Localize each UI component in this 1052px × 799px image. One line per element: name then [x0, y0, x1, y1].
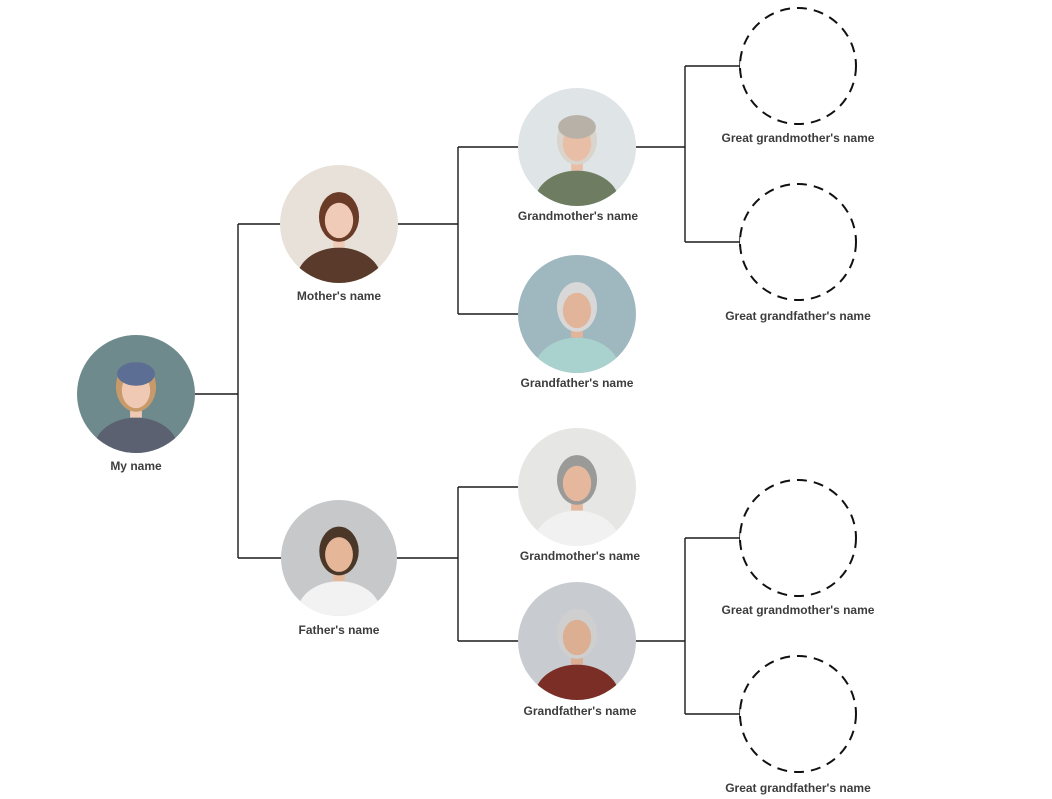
- node-paternal-great-grandfather[interactable]: Great grandfather's name: [725, 656, 871, 795]
- node-label-paternal-grandfather: Grandfather's name: [524, 704, 637, 718]
- node-label-me: My name: [110, 459, 162, 473]
- empty-photo-placeholder-icon[interactable]: [740, 480, 856, 596]
- node-label-mother: Mother's name: [297, 289, 382, 303]
- photo-torso: [535, 665, 620, 730]
- photo-face: [325, 203, 353, 238]
- node-paternal-grandmother[interactable]: Grandmother's name: [518, 428, 640, 576]
- node-paternal-great-grandmother[interactable]: Great grandmother's name: [722, 480, 875, 617]
- node-maternal-great-grandfather[interactable]: Great grandfather's name: [725, 184, 871, 323]
- node-label-maternal-grandfather: Grandfather's name: [521, 376, 634, 390]
- node-maternal-grandfather[interactable]: Grandfather's name: [518, 255, 636, 402]
- connector-father-to-grandparents: [397, 487, 518, 641]
- node-label-paternal-grandmother: Grandmother's name: [520, 549, 641, 563]
- node-label-father: Father's name: [299, 623, 380, 637]
- node-paternal-grandfather[interactable]: Grandfather's name: [518, 582, 637, 730]
- photo-torso: [535, 511, 620, 576]
- connector-me-to-parents: [195, 224, 281, 558]
- empty-photo-placeholder-icon[interactable]: [740, 656, 856, 772]
- node-label-paternal-great-grandmother: Great grandmother's name: [722, 603, 875, 617]
- node-maternal-grandmother[interactable]: Grandmother's name: [518, 88, 639, 236]
- photo-face: [563, 620, 591, 655]
- node-father[interactable]: Father's name: [281, 500, 397, 645]
- node-label-maternal-great-grandmother: Great grandmother's name: [722, 131, 875, 145]
- photo-face: [563, 466, 591, 501]
- photo-face: [325, 537, 353, 572]
- node-label-paternal-great-grandfather: Great grandfather's name: [725, 781, 871, 795]
- node-mother[interactable]: Mother's name: [280, 165, 398, 313]
- connector-lines: [195, 61, 740, 719]
- node-label-maternal-grandmother: Grandmother's name: [518, 209, 639, 223]
- photo-torso: [535, 338, 620, 403]
- connector-paternal-grandfather-to-great-grandparents: [636, 533, 740, 719]
- photo-hat: [558, 115, 596, 139]
- photo-torso: [535, 171, 620, 236]
- connector-mother-to-grandparents: [397, 147, 518, 314]
- empty-photo-placeholder-icon[interactable]: [740, 184, 856, 300]
- node-maternal-great-grandmother[interactable]: Great grandmother's name: [722, 8, 875, 145]
- connector-maternal-grandmother-to-great-grandparents: [636, 61, 740, 247]
- photo-hat: [117, 362, 155, 386]
- node-me[interactable]: My name: [77, 335, 195, 482]
- node-label-maternal-great-grandfather: Great grandfather's name: [725, 309, 871, 323]
- empty-photo-placeholder-icon[interactable]: [740, 8, 856, 124]
- photo-face: [563, 293, 591, 328]
